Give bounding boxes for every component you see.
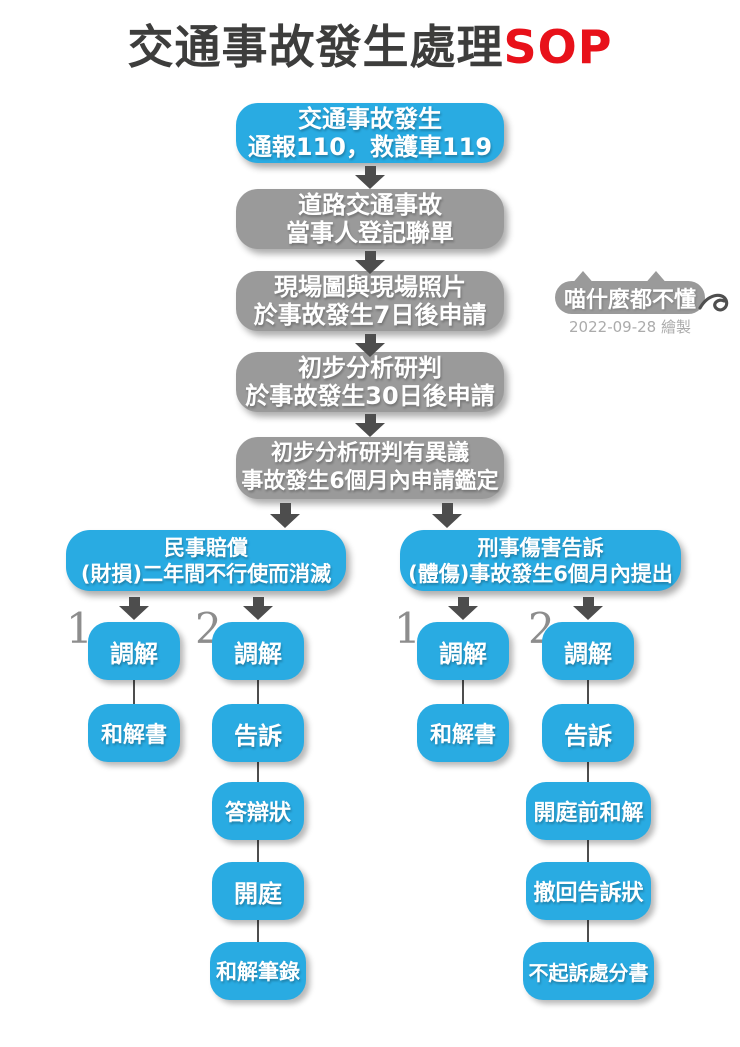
connector-line xyxy=(257,672,259,712)
flow-step-scene-photos-line1: 現場圖與現場照片 xyxy=(274,273,466,301)
flow-step-accident-line1: 交通事故發生 xyxy=(298,105,442,133)
branch-header-civil-line1: 民事賠償 xyxy=(164,535,248,560)
branch-header-criminal: 刑事傷害告訴 (體傷)事故發生6個月內提出 xyxy=(400,530,681,591)
flow-step-analysis-line1: 初步分析研判 xyxy=(298,354,442,382)
step-civil-2-hearing: 開庭 xyxy=(212,862,304,920)
connector-line xyxy=(257,832,259,872)
step-civil-2-complaint: 告訴 xyxy=(212,704,304,762)
connector-line xyxy=(587,912,589,952)
cat-badge: 喵什麼都不懂 2022-09-28 繪製 xyxy=(555,268,735,338)
branch-header-criminal-line2: (體傷)事故發生6個月內提出 xyxy=(408,561,673,586)
flow-step-scene-photos: 現場圖與現場照片 於事故發生7日後申請 xyxy=(236,271,504,331)
arrow-down-icon xyxy=(119,597,149,620)
branch-header-criminal-line1: 刑事傷害告訴 xyxy=(477,535,604,560)
page-title-highlight: SOP xyxy=(503,20,613,74)
step-criminal-2-mediation: 調解 xyxy=(542,622,634,680)
branch-header-civil-line2: (財損)二年間不行使而消滅 xyxy=(80,561,332,586)
connector-line xyxy=(587,832,589,872)
step-criminal-1-settlement-letter: 和解書 xyxy=(417,704,509,762)
branch-header-civil: 民事賠償 (財損)二年間不行使而消滅 xyxy=(66,530,346,591)
flow-step-scene-photos-line2: 於事故發生7日後申請 xyxy=(253,301,487,329)
flow-step-analysis: 初步分析研判 於事故發生30日後申請 xyxy=(236,352,504,412)
arrow-down-icon xyxy=(573,597,603,620)
connector-line xyxy=(257,912,259,952)
step-criminal-2-non-prosecution: 不起訴處分書 xyxy=(523,942,654,1000)
badge-date: 2022-09-28 繪製 xyxy=(569,318,691,336)
flow-step-accident-line2: 通報110，救護車119 xyxy=(247,133,493,161)
arrow-down-icon xyxy=(243,597,273,620)
page-title: 交通事故發生處理SOP xyxy=(0,20,740,75)
flow-step-registration-line1: 道路交通事故 xyxy=(298,191,442,219)
step-civil-2-mediation: 調解 xyxy=(212,622,304,680)
flow-step-objection: 初步分析研判有異議 事故發生6個月內申請鑑定 xyxy=(236,437,504,499)
cat-badge-label: 喵什麼都不懂 xyxy=(555,281,705,314)
step-civil-2-settlement-record: 和解筆錄 xyxy=(210,942,306,1000)
path-number-criminal-1: 1 xyxy=(394,604,421,653)
arrow-down-icon xyxy=(355,166,385,189)
flow-step-registration: 道路交通事故 當事人登記聯單 xyxy=(236,189,504,249)
connector-line xyxy=(462,672,464,712)
step-criminal-2-withdraw-complaint: 撤回告訴狀 xyxy=(526,862,651,920)
arrow-down-icon xyxy=(432,503,462,528)
connector-line xyxy=(257,754,259,794)
arrow-down-icon xyxy=(355,414,385,437)
flow-step-objection-line1: 初步分析研判有異議 xyxy=(270,441,469,466)
connector-line xyxy=(587,754,589,794)
step-criminal-2-complaint: 告訴 xyxy=(542,704,634,762)
step-civil-1-settlement-letter: 和解書 xyxy=(88,704,180,762)
connector-line xyxy=(133,672,135,712)
arrow-down-icon xyxy=(270,503,300,528)
arrow-down-icon xyxy=(355,334,385,357)
arrow-down-icon xyxy=(448,597,478,620)
flow-step-registration-line2: 當事人登記聯單 xyxy=(286,219,454,247)
step-civil-1-mediation: 調解 xyxy=(88,622,180,680)
step-civil-2-defense-statement: 答辯狀 xyxy=(212,782,304,840)
flow-step-objection-line2: 事故發生6個月內申請鑑定 xyxy=(241,469,499,494)
flow-step-analysis-line2: 於事故發生30日後申請 xyxy=(245,382,495,410)
cat-tail-icon xyxy=(698,293,729,312)
arrow-down-icon xyxy=(355,251,385,274)
step-criminal-2-pretrial-settlement: 開庭前和解 xyxy=(526,782,651,840)
flow-step-accident: 交通事故發生 通報110，救護車119 xyxy=(236,103,504,163)
connector-line xyxy=(587,672,589,712)
step-criminal-1-mediation: 調解 xyxy=(417,622,509,680)
page-title-main: 交通事故發生處理 xyxy=(127,20,504,74)
